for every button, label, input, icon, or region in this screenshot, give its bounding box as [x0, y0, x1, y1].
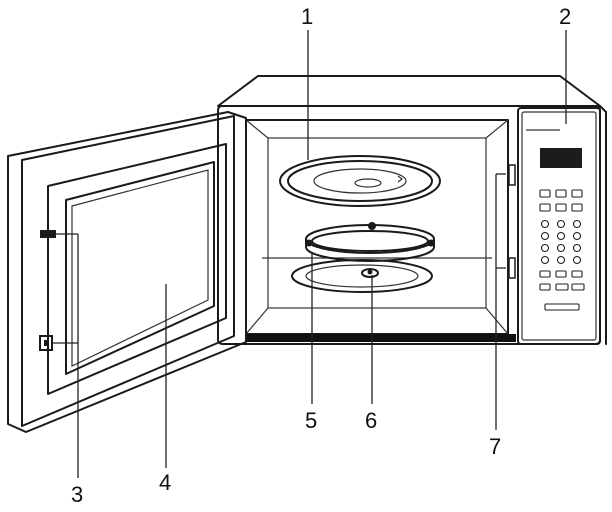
door	[7, 111, 247, 433]
cabinet	[217, 75, 607, 345]
roller-ring	[305, 222, 435, 262]
callout-5: 5	[305, 408, 318, 433]
callout-4: 4	[159, 470, 172, 495]
callout-3: 3	[71, 482, 84, 507]
keypad	[539, 189, 585, 311]
door-window	[65, 161, 215, 375]
callout-6: 6	[365, 408, 378, 433]
callout-1: 1	[301, 4, 314, 29]
control-panel	[517, 107, 601, 345]
door-latch-upper	[40, 230, 56, 238]
display-window	[540, 148, 582, 168]
glass-tray	[279, 155, 441, 207]
turntable-coupler	[291, 259, 433, 293]
leader-lines	[52, 30, 567, 478]
latch-slot-upper	[508, 164, 516, 186]
base-strip	[246, 334, 516, 342]
callout-7: 7	[489, 434, 502, 459]
latch-slot-lower	[508, 257, 516, 279]
callout-2: 2	[559, 4, 572, 29]
